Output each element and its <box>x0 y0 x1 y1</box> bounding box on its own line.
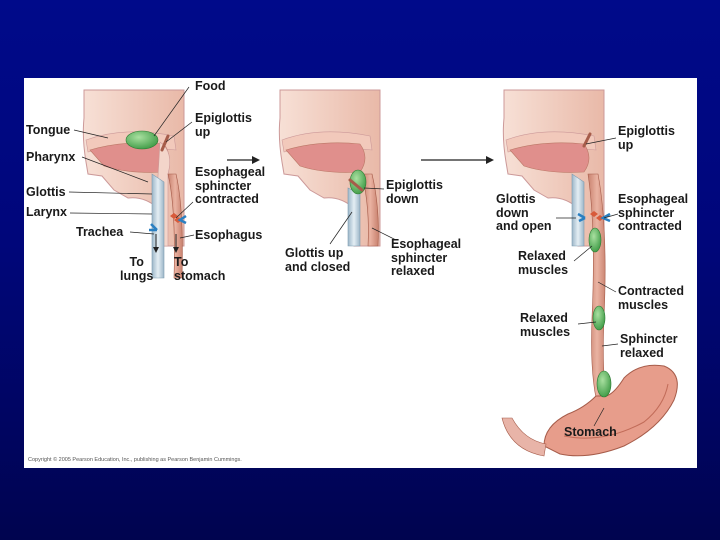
label-glottis-up-closed: Glottis up and closed <box>285 247 350 274</box>
label-epiglottis-up-3: Epiglottis up <box>618 125 675 152</box>
food-bolus-3a <box>589 228 601 252</box>
copyright-notice: Copyright © 2005 Pearson Education, Inc.… <box>28 457 242 463</box>
head-section-2 <box>279 90 380 246</box>
label-esophageal-sphincter-relaxed: Esophageal sphincter relaxed <box>391 238 461 279</box>
label-stomach: Stomach <box>564 426 617 440</box>
head-section-1 <box>83 90 184 246</box>
label-epiglottis-down: Epiglottis down <box>386 179 443 206</box>
label-tongue: Tongue <box>26 124 70 138</box>
label-to-lungs: To lungs <box>120 256 153 283</box>
food-bolus-1 <box>126 131 158 149</box>
label-esophageal-sphincter-contracted-3: Esophageal sphincter contracted <box>618 193 688 234</box>
label-relaxed-muscles-1: Relaxed muscles <box>518 250 568 277</box>
label-esophageal-sphincter-contracted-1: Esophageal sphincter contracted <box>195 166 265 207</box>
label-esophagus: Esophagus <box>195 229 262 243</box>
trachea-3 <box>572 174 584 246</box>
label-trachea: Trachea <box>76 226 123 240</box>
label-epiglottis-up-1: Epiglottis up <box>195 112 252 139</box>
label-sphincter-relaxed: Sphincter relaxed <box>620 333 678 360</box>
food-bolus-3c <box>597 371 611 397</box>
label-larynx: Larynx <box>26 206 67 220</box>
label-glottis-down-open: Glottis down and open <box>496 193 552 234</box>
label-food: Food <box>195 80 226 94</box>
duodenum <box>502 418 546 456</box>
trachea-2 <box>348 188 360 246</box>
label-to-stomach: To stomach <box>174 256 225 283</box>
label-contracted-muscles: Contracted muscles <box>618 285 684 312</box>
food-bolus-3b <box>593 306 605 330</box>
label-relaxed-muscles-2: Relaxed muscles <box>520 312 570 339</box>
label-glottis: Glottis <box>26 186 66 200</box>
label-pharynx: Pharynx <box>26 151 75 165</box>
diagram-panel: Food Tongue Epiglottis up Pharynx Esopha… <box>24 78 697 468</box>
